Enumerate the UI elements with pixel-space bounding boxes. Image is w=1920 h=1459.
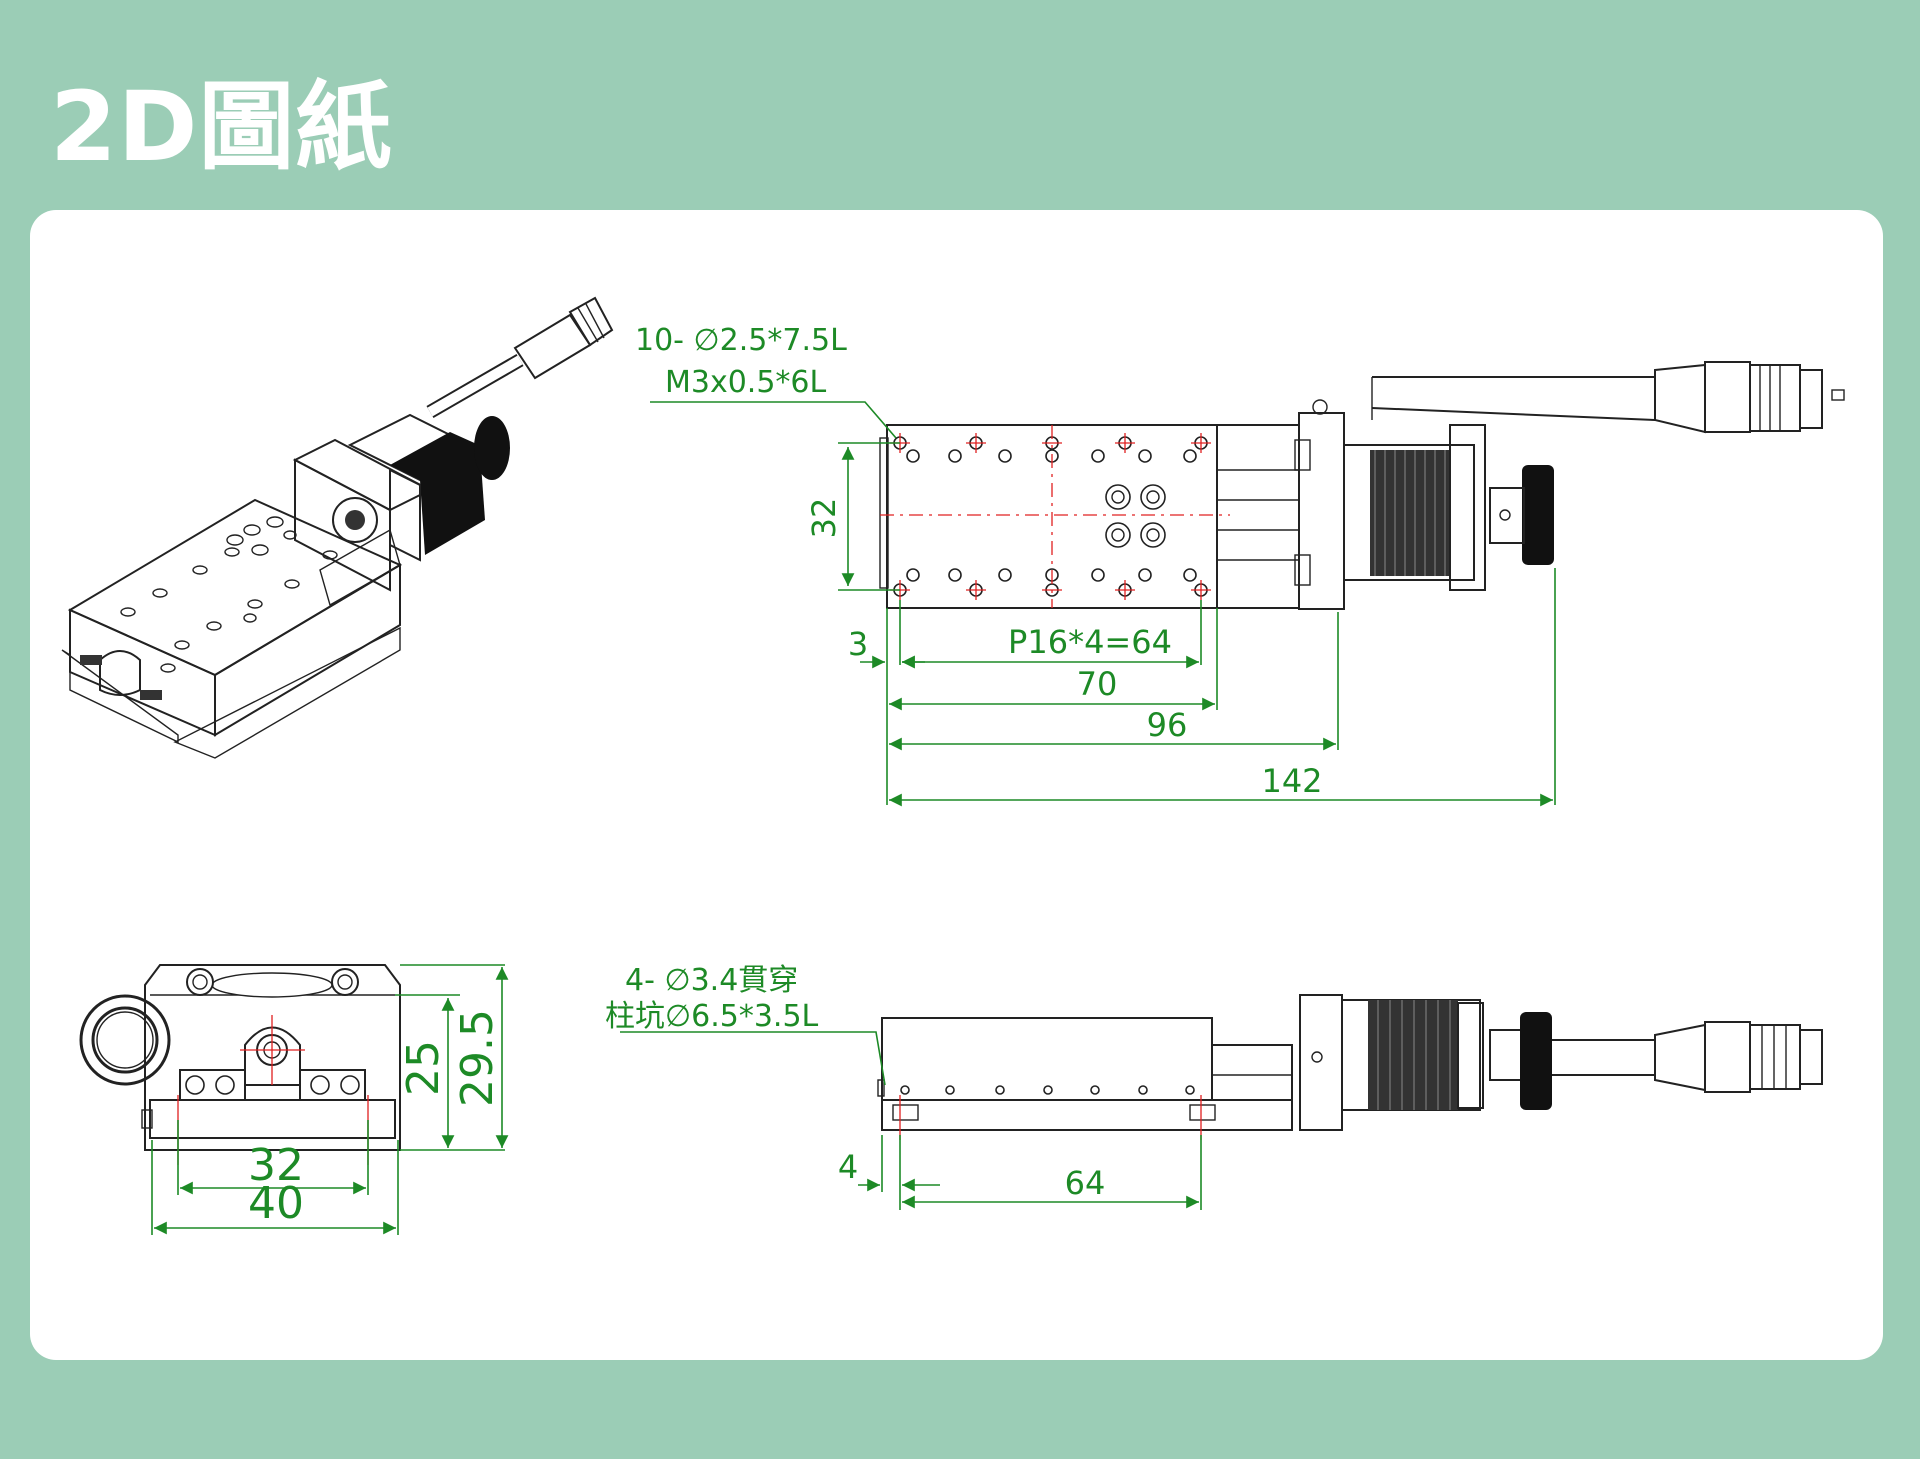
dim-side-64: 64 [1065, 1164, 1106, 1202]
drawing-panel [30, 210, 1883, 1360]
page-title: 2D圖紙 [50, 71, 393, 183]
dim-end-40: 40 [248, 1178, 304, 1229]
side-view: 4- ∅3.4貫穿 柱坑∅6.5*3.5L 4 64 [605, 963, 1823, 1210]
top-view: 10- ∅2.5*7.5L M3x0.5*6L 32 3 P16*4=64 70… [635, 323, 1845, 807]
dim-end-29-5: 29.5 [452, 1009, 503, 1107]
dim-end-32: 32 [248, 1140, 304, 1191]
isometric-view [61, 296, 614, 759]
dim-top-width: 32 [805, 498, 843, 539]
side-callout-line2: 柱坑∅6.5*3.5L [605, 999, 819, 1034]
side-callout-line1: 4- ∅3.4貫穿 [625, 963, 798, 998]
top-callout-line1: 10- ∅2.5*7.5L [635, 323, 847, 358]
dim-top-70: 70 [1077, 665, 1118, 703]
top-callout-line2: M3x0.5*6L [665, 365, 827, 400]
dim-top-pitch: P16*4=64 [1008, 623, 1172, 661]
dim-side-offset: 4 [838, 1148, 858, 1186]
end-view: 25 29.5 32 40 [79, 964, 509, 1235]
dim-top-96: 96 [1147, 706, 1188, 744]
dim-end-25: 25 [398, 1040, 449, 1096]
dim-top-142: 142 [1261, 762, 1322, 800]
dim-top-offset: 3 [848, 625, 868, 663]
